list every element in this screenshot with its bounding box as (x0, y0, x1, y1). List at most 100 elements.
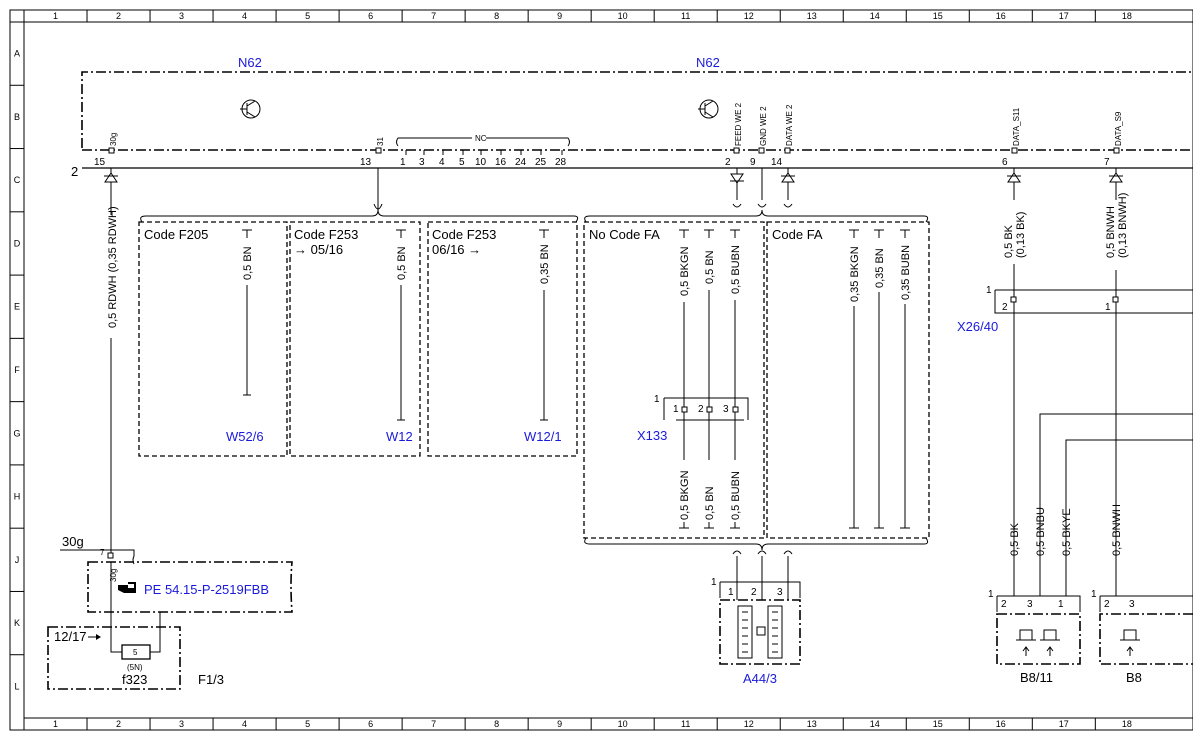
f1-3-box (47, 626, 181, 690)
grid-column-number: 18 (1122, 11, 1132, 21)
grid-column-number: 6 (368, 719, 373, 729)
grid-column-number: 3 (179, 719, 184, 729)
pin-7: 7 (1104, 157, 1110, 168)
x133-pins (681, 406, 739, 413)
pin-1: 1 (400, 157, 406, 168)
ref-12-17: 12/17 (54, 629, 87, 644)
grid-column-number: 16 (996, 719, 1006, 729)
wire-label-bn1: 0,5 BN (242, 246, 254, 280)
pin-14: 14 (771, 157, 783, 168)
code-f253b-label: Code F253 (432, 227, 496, 242)
b8-p2: 2 (1104, 599, 1110, 610)
arrow-up-icon (781, 172, 795, 183)
b811-connector (996, 595, 1081, 612)
code-f253b-date: 06/16 → (432, 242, 481, 257)
grid-column-number: 6 (368, 11, 373, 21)
n62-left-label: N62 (238, 55, 262, 70)
ref-w12-1: W12/1 (524, 429, 562, 444)
ref-w12: W12 (386, 429, 413, 444)
code-fa-bracket (584, 209, 929, 223)
grid-row-letter: J (15, 555, 20, 565)
ref-x133: X133 (637, 428, 667, 443)
x133-p2: 2 (698, 404, 704, 415)
grid-column-number: 15 (933, 719, 943, 729)
arrow-right-icon (88, 634, 101, 640)
pin-name-30g: 30g (109, 133, 118, 146)
fuse-rating: (5N) (127, 663, 143, 672)
grid-column-number: 1 (53, 11, 58, 21)
transistor-icon (698, 99, 719, 119)
wire-end-icon (539, 229, 549, 238)
b811-p2: 2 (1001, 599, 1007, 610)
bus-number: 2 (71, 164, 78, 179)
wire-bnbu (1039, 413, 1193, 596)
wire-label-bkgn-lo: 0,5 BKGN (679, 470, 691, 520)
wire-label-bk-top: 0,5 BK (1003, 224, 1015, 258)
grid-row-letter: E (14, 302, 20, 312)
pe-box (87, 561, 293, 613)
ref-b8: B8 (1126, 670, 1142, 685)
no-code-fa-box (583, 221, 765, 539)
grid-column-number: 13 (807, 719, 817, 729)
pin-name-feed: FEED WE 2 (734, 102, 743, 146)
a44-p1: 1 (728, 587, 734, 598)
grid-column-number: 18 (1122, 719, 1132, 729)
wire-label-bkgn: 0,5 BKGN (679, 246, 691, 296)
wire-label-bk-top2: (0,13 BK) (1015, 212, 1027, 258)
wire-end-icon (679, 229, 689, 238)
pin-name-31: 31 (376, 137, 385, 146)
pe-reference: PE 54.15-P-2519FBB (144, 582, 269, 597)
grid-column-number: 12 (744, 11, 754, 21)
grid-column-number: 17 (1059, 11, 1069, 21)
grid-column-number: 1 (53, 719, 58, 729)
pin-name-gnd: GND WE 2 (759, 106, 768, 146)
b8-connector (1099, 595, 1193, 612)
pin-name-data-we: DATA WE 2 (785, 104, 794, 146)
code-f205-label: Code F205 (144, 227, 208, 242)
code-box-bracket (140, 209, 579, 223)
code-f253a-box (289, 221, 421, 457)
grid-column-number: 4 (242, 719, 247, 729)
ref-x26-40: X26/40 (957, 319, 998, 334)
grid-column-number: 11 (681, 11, 690, 21)
code-f253a-label: Code F253 (294, 227, 358, 242)
grid-column-number: 16 (996, 11, 1006, 21)
x26-p2: 2 (1002, 302, 1008, 313)
hand-pointer-icon (118, 582, 136, 593)
wire-end-icon (679, 522, 740, 529)
a44-c1: 1 (711, 577, 717, 588)
pin-name-data-s9: DATA_S9 (1114, 111, 1123, 146)
ref-f1-3: F1/3 (198, 672, 224, 687)
grid-row-letter: B (14, 112, 20, 122)
nc-label: NC (475, 134, 487, 143)
grid-column-number: 14 (870, 719, 880, 729)
pin-7-label: 7 (100, 548, 105, 557)
splice-bracket-icon (732, 550, 793, 555)
grid-column-number: 9 (557, 11, 562, 21)
grid-row-letter: A (14, 49, 20, 59)
grid-column-number: 17 (1059, 719, 1069, 729)
wire-label-bubn-lo: 0,5 BUBN (730, 471, 742, 520)
wire-label-bn2: 0,5 BN (396, 246, 408, 280)
grid-column-number: 2 (116, 11, 121, 21)
ref-b8-11: B8/11 (1020, 670, 1053, 685)
wire-label-bn3: 0,35 BN (539, 244, 551, 284)
x133-connector (663, 397, 749, 421)
grid-column-number: 9 (557, 719, 562, 729)
wire-label-bk-lo: 0,5 BK (1009, 522, 1021, 556)
grid-column-number: 15 (933, 11, 943, 21)
grid-row-letter: G (13, 428, 20, 438)
arrow-up-icon (1007, 172, 1021, 183)
no-code-fa-label: No Code FA (589, 227, 660, 242)
b811-box (996, 613, 1081, 665)
grid-column-number: 4 (242, 11, 247, 21)
pin-15: 15 (94, 157, 106, 168)
arrow-up-icon (1109, 172, 1123, 183)
sensor-icon (1016, 629, 1060, 656)
dual-connector-icon (737, 605, 783, 659)
splice-bracket-icon (373, 203, 383, 210)
